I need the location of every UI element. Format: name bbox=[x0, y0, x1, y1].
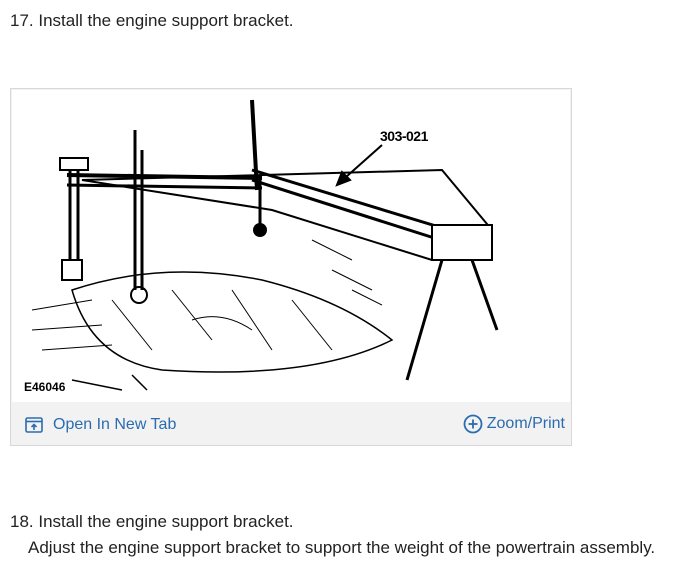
figure-id-label: E46046 bbox=[24, 380, 66, 394]
plus-circle-icon bbox=[463, 414, 483, 434]
engine-support-illustration: E46046 303-021 bbox=[12, 90, 570, 402]
step-18-body: Adjust the engine support bracket to sup… bbox=[28, 538, 656, 557]
figure-box: E46046 303-021 Open In New Tab Z bbox=[10, 88, 572, 446]
zoom-print-label: Zoom/Print bbox=[486, 415, 565, 432]
open-new-tab-icon bbox=[25, 417, 43, 433]
zoom-print-link[interactable]: Zoom/Print bbox=[463, 414, 565, 434]
open-in-new-tab-link[interactable]: Open In New Tab bbox=[25, 416, 176, 434]
figure-actions: Open In New Tab Zoom/Print bbox=[11, 404, 571, 444]
open-in-new-tab-label: Open In New Tab bbox=[53, 416, 177, 433]
tool-number-label: 303-021 bbox=[380, 128, 428, 144]
step-17-title: 17. Install the engine support bracket. bbox=[10, 11, 294, 30]
step-18-title: 18. Install the engine support bracket. bbox=[10, 512, 294, 531]
